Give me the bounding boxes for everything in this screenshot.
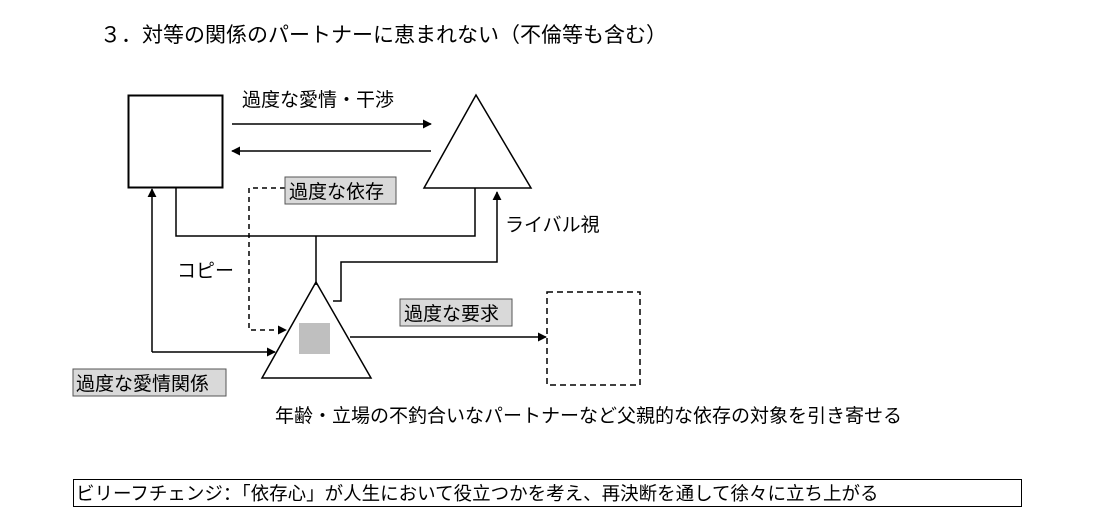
label-box-excessive-affection-relationship (72, 368, 227, 397)
footer-box (73, 479, 1022, 507)
label-excessive-affection-relationship: 過度な愛情関係 (76, 373, 209, 395)
page-heading: ３．対等の関係のパートナーに恵まれない（不倫等も含む） (100, 23, 667, 47)
parent-triangle (422, 93, 533, 189)
partner-dashed-square (546, 291, 641, 386)
label-excessive-dependence: 過度な依存 (289, 181, 384, 203)
label-rival-view: ライバル視 (505, 214, 600, 236)
self-inner-square (299, 323, 330, 354)
label-excessive-affection-interference: 過度な愛情・干渉 (242, 89, 394, 111)
label-excessive-demand: 過度な要求 (404, 303, 499, 325)
footer-text: ビリーフチェンジ：「依存心」が人生において役立つかを考え、再決断を通して徐々に立… (76, 484, 879, 505)
label-copy: コピー (177, 260, 234, 282)
label-box-excessive-dependence (284, 176, 397, 205)
diagram-caption: 年齢・立場の不釣合いなパートナーなど父親的な依存の対象を引き寄せる (275, 405, 902, 427)
label-box-excessive-demand (399, 298, 513, 327)
dependence-dashed-arrow (248, 187, 287, 335)
self-triangle (260, 280, 373, 379)
rival-view-arrow (333, 191, 502, 302)
parent-square (127, 94, 224, 189)
parent-connector-line (175, 187, 476, 237)
